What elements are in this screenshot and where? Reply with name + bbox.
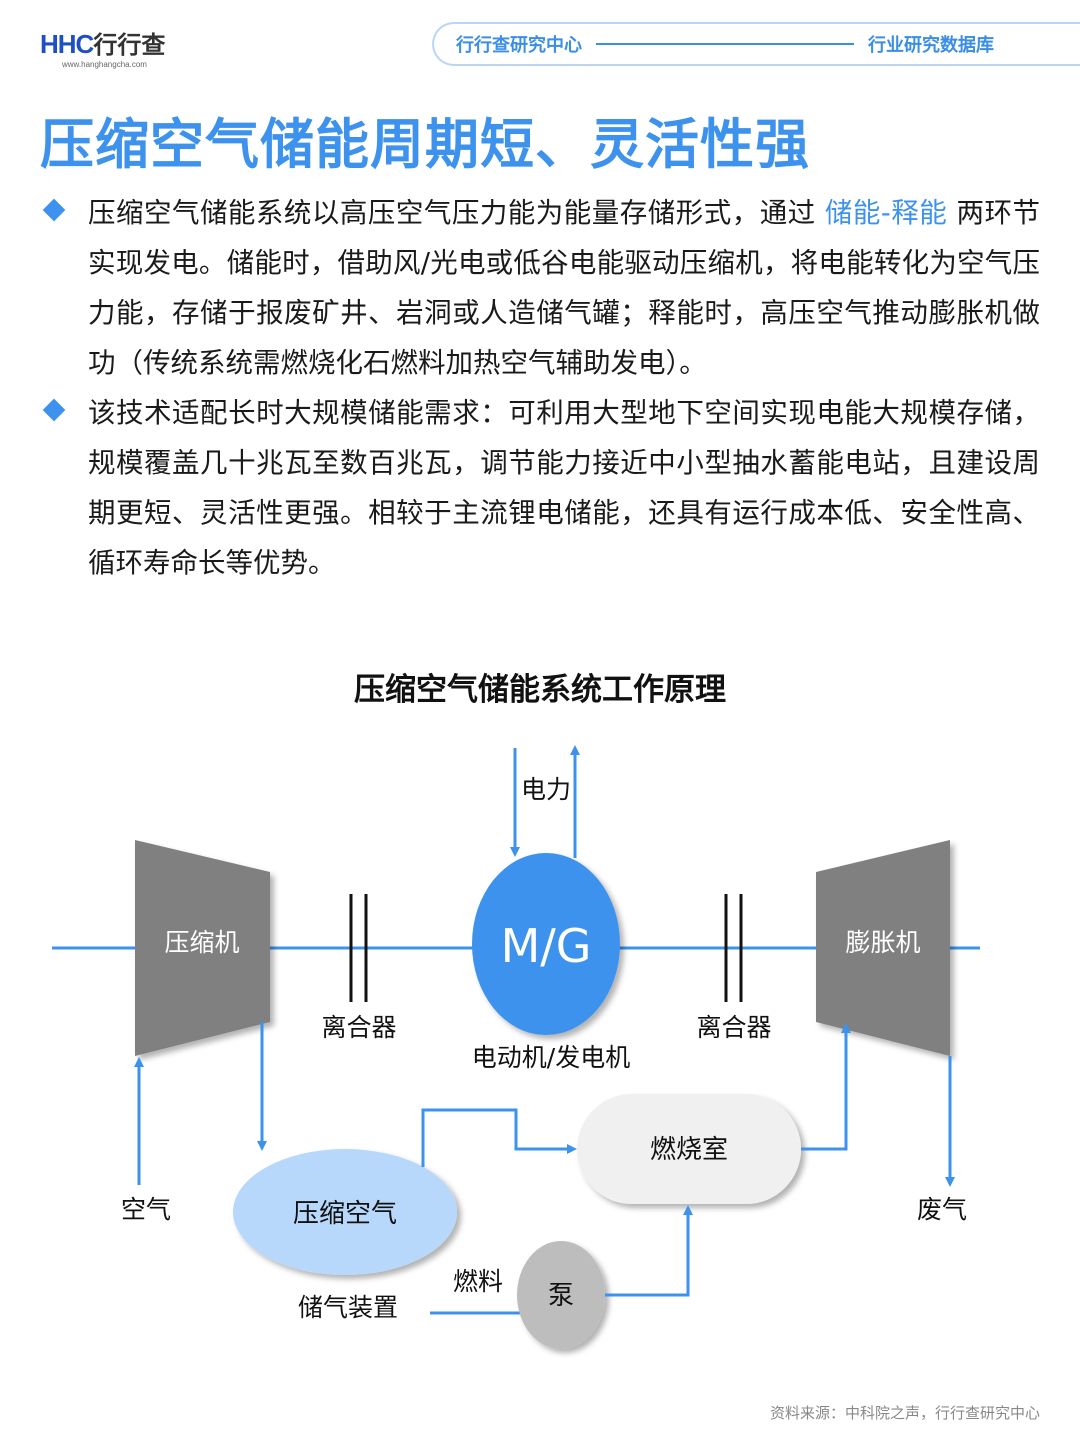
mg-label: 电动机/发电机 xyxy=(472,1043,630,1072)
diamond-bullet-icon xyxy=(42,198,66,222)
header-left-label: 行行查研究中心 xyxy=(456,35,582,56)
brand-logo: HHC行行查 www.hanghangcha.com xyxy=(40,30,165,69)
logo-url: www.hanghangcha.com xyxy=(62,60,147,69)
caes-diagram: 压缩机 离合器 电力 M/G 电动机/发电机 离合器 膨胀机 空气 压缩空气 储… xyxy=(52,745,980,1349)
diagram-title: 压缩空气储能系统工作原理 xyxy=(354,672,726,708)
logo-cn: 行行查 xyxy=(93,31,166,59)
svg-text:离合器: 离合器 xyxy=(696,1013,771,1042)
combustor-to-expander-arrow xyxy=(801,1023,851,1151)
storage-label: 储气装置 xyxy=(298,1293,398,1322)
svg-text:M/G: M/G xyxy=(501,919,592,973)
source-note: 资料来源：中科院之声，行行查研究中心 xyxy=(769,1404,1040,1422)
pump-to-combustor-arrow xyxy=(605,1205,693,1297)
header-right-label: 行业研究数据库 xyxy=(868,35,994,56)
compressor-label: 压缩机 xyxy=(164,928,239,957)
air-label: 空气 xyxy=(121,1195,171,1224)
svg-text:燃烧室: 燃烧室 xyxy=(650,1135,728,1165)
header-divider xyxy=(596,43,854,45)
pump-node: 泵 xyxy=(517,1241,605,1349)
svg-text:泵: 泵 xyxy=(548,1281,574,1311)
power-label: 电力 xyxy=(521,775,571,804)
clutch-right-node: 离合器 xyxy=(696,894,772,1042)
bullet-item: 压缩空气储能系统以高压空气压力能为能量存储形式，通过 储能-释能 两环节实现发电… xyxy=(40,188,1040,388)
fuel-label: 燃料 xyxy=(453,1267,503,1296)
expander-node: 膨胀机 xyxy=(816,840,950,1056)
motor-generator-node: M/G 电动机/发电机 xyxy=(472,853,630,1072)
header-banner: 行行查研究中心 行业研究数据库 xyxy=(432,22,1080,66)
storage-to-combustor-arrow xyxy=(421,1108,577,1167)
bullet-list: 压缩空气储能系统以高压空气压力能为能量存储形式，通过 储能-释能 两环节实现发电… xyxy=(40,188,1040,588)
combustor-node: 燃烧室 xyxy=(577,1094,801,1204)
logo-mark: HHC xyxy=(40,29,94,59)
svg-text:离合器: 离合器 xyxy=(321,1013,396,1042)
svg-text:压缩空气: 压缩空气 xyxy=(293,1199,397,1229)
bullet-item: 该技术适配长时大规模储能需求：可利用大型地下空间实现电能大规模存储，规模覆盖几十… xyxy=(40,388,1040,588)
bullet-text: 压缩空气储能系统以高压空气压力能为能量存储形式，通过 储能-释能 两环节实现发电… xyxy=(88,197,1040,379)
compressed-air-node: 压缩空气 储气装置 xyxy=(233,1149,457,1322)
exhaust-label: 废气 xyxy=(917,1195,967,1224)
clutch-left-node: 离合器 xyxy=(321,894,397,1042)
diamond-bullet-icon xyxy=(42,398,66,422)
expander-label: 膨胀机 xyxy=(845,928,920,957)
bullet-text: 该技术适配长时大规模储能需求：可利用大型地下空间实现电能大规模存储，规模覆盖几十… xyxy=(88,397,1040,579)
highlight-text: 储能-释能 xyxy=(824,197,948,229)
compressor-node: 压缩机 xyxy=(135,840,270,1056)
page-title: 压缩空气储能周期短、灵活性强 xyxy=(40,113,810,176)
